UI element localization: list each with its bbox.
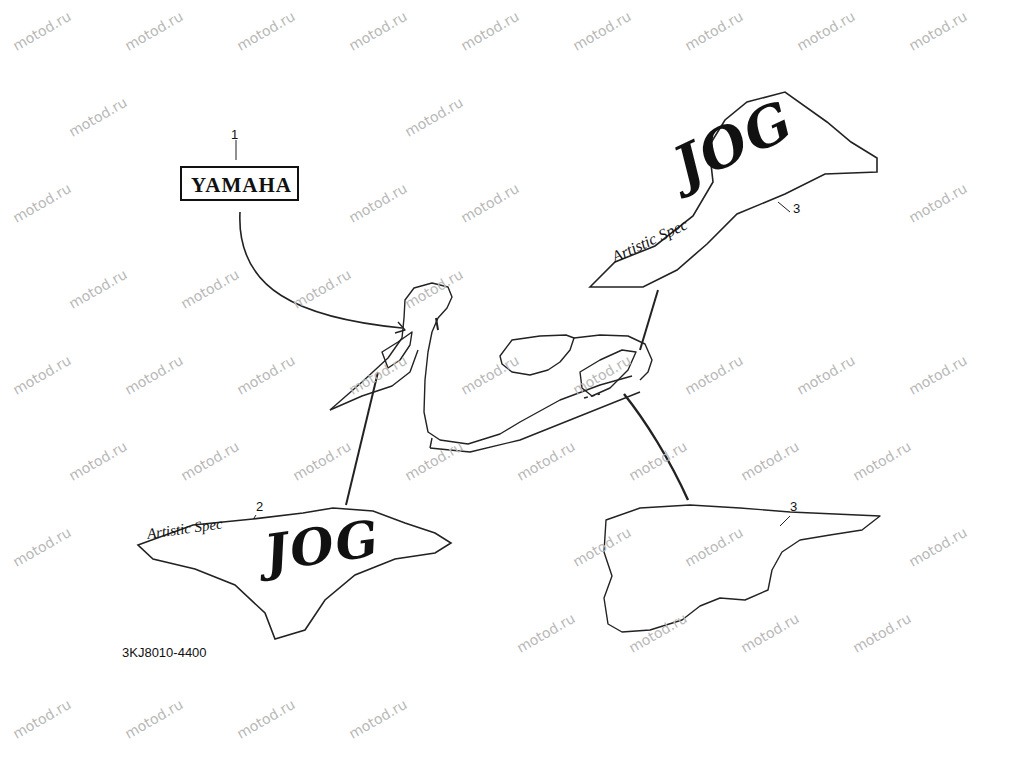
watermark: motod.ru [347,9,410,53]
watermark: motod.ru [11,697,74,741]
watermark: motod.ru [11,353,74,397]
decal-shape [138,508,451,639]
dash-line [584,394,600,398]
body-outline [330,283,632,444]
callout-tick [236,140,237,160]
watermark: motod.ru [403,267,466,311]
watermark: motod.ru [11,9,74,53]
watermark: motod.ru [291,439,354,483]
watermark: motod.ru [123,353,186,397]
callout-number: 3 [790,500,797,513]
watermark: motod.ru [123,9,186,53]
watermark: motod.ru [403,95,466,139]
watermark: motod.ru [347,181,410,225]
watermark: motod.ru [459,181,522,225]
callout-number: 1 [231,128,238,141]
side-decal-shape [604,505,880,632]
watermark: motod.ru [739,439,802,483]
watermark: motod.ru [11,525,74,569]
watermark: motod.ru [571,525,634,569]
watermark: motod.ru [627,439,690,483]
watermark: motod.ru [459,9,522,53]
floor-line [430,392,640,452]
watermark: motod.ru [907,525,970,569]
watermark: motod.ru [403,439,466,483]
watermark: motod.ru [795,9,858,53]
watermark: motod.ru [123,697,186,741]
logo-text: JOG [262,513,384,579]
decal: Artistic SpecJOG [133,503,458,643]
part-code: 3KJ8010-4400 [122,646,207,659]
decal: JOGArtistic Spec [585,82,885,297]
leader-line [240,212,402,328]
watermark: motod.ru [851,611,914,655]
watermark: motod.ru [683,353,746,397]
callout-number: 2 [256,500,263,513]
watermark: motod.ru [347,697,410,741]
floor-tick [430,438,432,448]
watermark: motod.ru [179,267,242,311]
watermark: motod.ru [179,439,242,483]
watermark: motod.ru [235,9,298,53]
watermark: motod.ru [683,525,746,569]
watermark: motod.ru [235,353,298,397]
leader-line [640,290,658,350]
watermark: motod.ru [907,353,970,397]
watermark: motod.ru [907,9,970,53]
emblem-box: YAMAHA [180,166,299,201]
watermark: motod.ru [459,353,522,397]
callout-tick [780,516,790,526]
decal-shape [590,92,877,287]
watermark: motod.ru [683,9,746,53]
watermark: motod.ru [571,9,634,53]
watermark: motod.ru [515,439,578,483]
watermark: motod.ru [67,267,130,311]
shield-lower [330,350,418,410]
watermark: motod.ru [67,95,130,139]
watermark: motod.ru [739,611,802,655]
watermark: motod.ru [851,439,914,483]
mark [436,318,438,330]
watermark: motod.ru [11,181,74,225]
watermark: motod.ru [235,697,298,741]
watermark: motod.ru [907,181,970,225]
watermark: motod.ru [67,439,130,483]
emblem-text: YAMAHA [191,175,288,196]
callout-tick [778,202,790,212]
watermark: motod.ru [627,611,690,655]
watermark: motod.ru [291,267,354,311]
callout-number: 3 [793,202,800,215]
leader-arrow [395,322,405,333]
watermark: motod.ru [795,353,858,397]
watermark: motod.ru [515,611,578,655]
